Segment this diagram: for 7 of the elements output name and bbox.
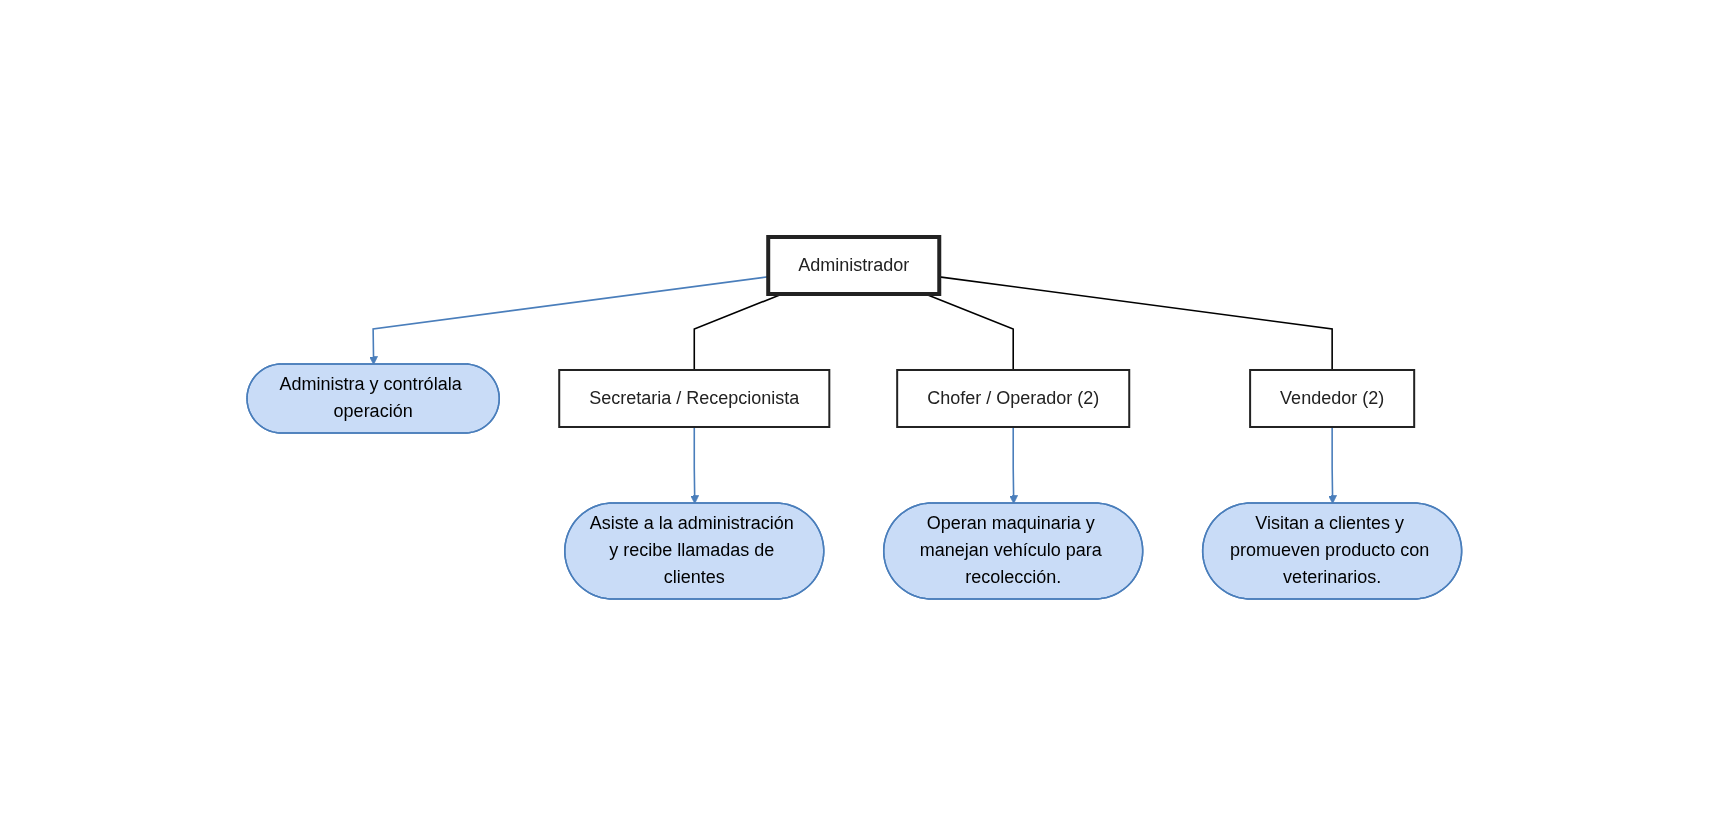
node-box: Chofer / Operador (2) xyxy=(896,368,1131,428)
arrow xyxy=(1009,425,1019,504)
arrow xyxy=(1328,425,1338,504)
arrow xyxy=(690,425,700,504)
node-box: Secretaria / Recepcionista xyxy=(558,368,831,428)
node-box: Administrador xyxy=(766,234,942,296)
node-box: Vendedor (2) xyxy=(1249,368,1416,428)
